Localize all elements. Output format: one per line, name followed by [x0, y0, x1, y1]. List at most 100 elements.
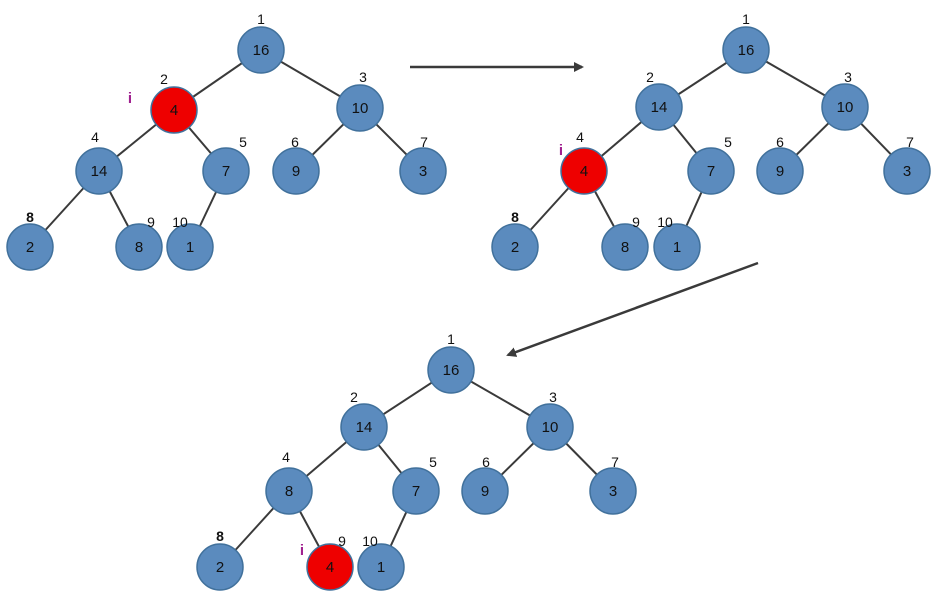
node-index-label: 2 — [350, 389, 358, 405]
node-circle — [687, 147, 735, 195]
highlighted-heap-node: 4 — [560, 147, 608, 195]
node-value: 10 — [352, 100, 369, 117]
node-value: 14 — [356, 419, 373, 436]
heap-node: 3 — [883, 147, 931, 195]
node-index-label: 4 — [576, 129, 584, 145]
node-value: 16 — [443, 362, 460, 379]
node-value: 14 — [91, 163, 108, 180]
node-circle — [560, 147, 608, 195]
heap-node: 16 — [237, 26, 285, 74]
node-circle — [392, 467, 440, 515]
node-index-label: 1 — [257, 11, 265, 27]
node-value: 3 — [609, 483, 617, 500]
node-index-label: 10 — [172, 214, 188, 230]
node-value: 4 — [170, 102, 178, 119]
node-circle — [6, 223, 54, 271]
node-circle — [461, 467, 509, 515]
node-index-label: 9 — [632, 214, 640, 230]
heap-node: 9 — [756, 147, 804, 195]
node-circle — [722, 26, 770, 74]
node-value: 7 — [412, 483, 420, 500]
node-value: 1 — [377, 559, 385, 576]
node-index-label: 10 — [657, 214, 673, 230]
node-value: 16 — [253, 42, 270, 59]
highlighted-heap-node: 4 — [306, 543, 354, 591]
node-circle — [202, 147, 250, 195]
node-index-label: 3 — [549, 389, 557, 405]
heap-node: 9 — [272, 147, 320, 195]
node-value: 8 — [135, 239, 143, 256]
heap-node: 16 — [722, 26, 770, 74]
node-index-label: 1 — [447, 331, 455, 347]
node-value: 8 — [621, 239, 629, 256]
node-value: 9 — [776, 163, 784, 180]
heap-node: 3 — [399, 147, 447, 195]
node-index-label: 8 — [216, 528, 224, 544]
node-value: 14 — [651, 99, 668, 116]
node-index-label: 7 — [906, 134, 914, 150]
node-value: 1 — [673, 239, 681, 256]
node-value: 16 — [738, 42, 755, 59]
heap-node: 10 — [821, 83, 869, 131]
node-value: 7 — [222, 163, 230, 180]
heap-node: 8 — [115, 223, 163, 271]
node-circle — [756, 147, 804, 195]
heap-node: 1 — [653, 223, 701, 271]
node-circle — [265, 467, 313, 515]
node-circle — [196, 543, 244, 591]
node-circle — [340, 403, 388, 451]
node-value: 4 — [326, 559, 334, 576]
node-circle — [115, 223, 163, 271]
heap-node: 1 — [357, 543, 405, 591]
node-index-label: 4 — [91, 129, 99, 145]
node-value: 4 — [580, 163, 588, 180]
heap-node: 14 — [340, 403, 388, 451]
node-value: 8 — [285, 483, 293, 500]
node-circle — [237, 26, 285, 74]
node-value: 9 — [481, 483, 489, 500]
node-index-label: 10 — [362, 533, 378, 549]
node-circle — [336, 84, 384, 132]
heap-node: 16 — [427, 346, 475, 394]
node-circle — [821, 83, 869, 131]
highlighted-heap-node: 4 — [150, 86, 198, 134]
node-index-label: 3 — [359, 69, 367, 85]
node-index-label: 5 — [239, 134, 247, 150]
node-index-label: 3 — [844, 69, 852, 85]
pointer-i-label: i — [128, 90, 132, 107]
step-arrow-2 — [506, 261, 759, 357]
node-circle — [357, 543, 405, 591]
pointer-i-label: i — [559, 142, 563, 159]
node-value: 2 — [216, 559, 224, 576]
node-circle — [589, 467, 637, 515]
node-circle — [883, 147, 931, 195]
node-index-label: 4 — [282, 449, 290, 465]
node-circle — [399, 147, 447, 195]
node-circle — [526, 403, 574, 451]
heap-node: 14 — [635, 83, 683, 131]
node-value: 3 — [419, 163, 427, 180]
node-index-label: 7 — [420, 134, 428, 150]
node-index-label: 6 — [776, 134, 784, 150]
node-circle — [306, 543, 354, 591]
node-circle — [635, 83, 683, 131]
heap-node: 8 — [265, 467, 313, 515]
node-value: 2 — [511, 239, 519, 256]
node-value: 1 — [186, 239, 194, 256]
node-circle — [150, 86, 198, 134]
node-index-label: 8 — [26, 209, 34, 225]
node-value: 9 — [292, 163, 300, 180]
heap-node: 7 — [687, 147, 735, 195]
heap-node: 2 — [491, 223, 539, 271]
node-circle — [75, 147, 123, 195]
node-value: 7 — [707, 163, 715, 180]
node-circle — [166, 223, 214, 271]
node-index-label: 5 — [724, 134, 732, 150]
node-index-label: 1 — [742, 11, 750, 27]
node-index-label: 8 — [511, 209, 519, 225]
heap-node: 2 — [6, 223, 54, 271]
